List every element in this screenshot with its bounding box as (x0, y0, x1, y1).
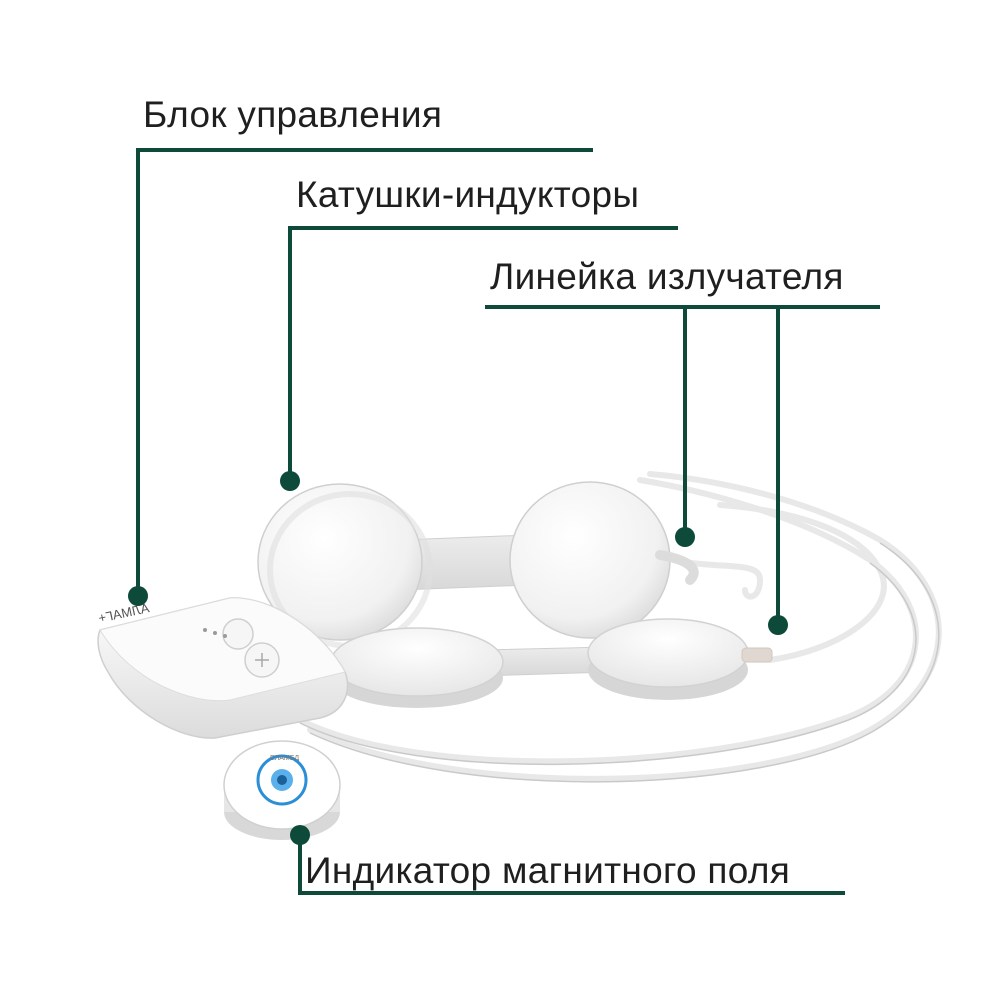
front-coil-left (330, 627, 504, 708)
dot-emitter-b (768, 615, 788, 635)
control-unit (97, 597, 349, 739)
cable-2 (307, 471, 942, 782)
label-field-indicator: Индикатор магнитного поля (305, 850, 791, 891)
cable-bundle-shade (299, 542, 940, 783)
cable-loop (672, 557, 764, 600)
indicator-ring-text: ЕЛАМЕД (270, 755, 299, 762)
label-control-unit: Блок управления (143, 94, 443, 135)
leader-inductor-coils (288, 226, 678, 478)
dot-emitter-a (675, 527, 695, 547)
label-emitter-bar: Линейка излучателя (490, 256, 844, 297)
field-indicator-device (223, 740, 341, 840)
dot-inductor-coils (280, 471, 300, 491)
dot-field-indicator (290, 825, 310, 845)
leader-lines (136, 148, 880, 895)
rear-coil-right (509, 481, 699, 639)
dot-control-unit (128, 586, 148, 606)
front-coil-right (587, 618, 773, 700)
control-button-1 (222, 618, 254, 650)
leader-dots (128, 471, 788, 845)
label-inductor-coils: Катушки-индукторы (296, 174, 640, 215)
leader-control-unit (136, 148, 593, 593)
leader-field-indicator (298, 838, 845, 895)
